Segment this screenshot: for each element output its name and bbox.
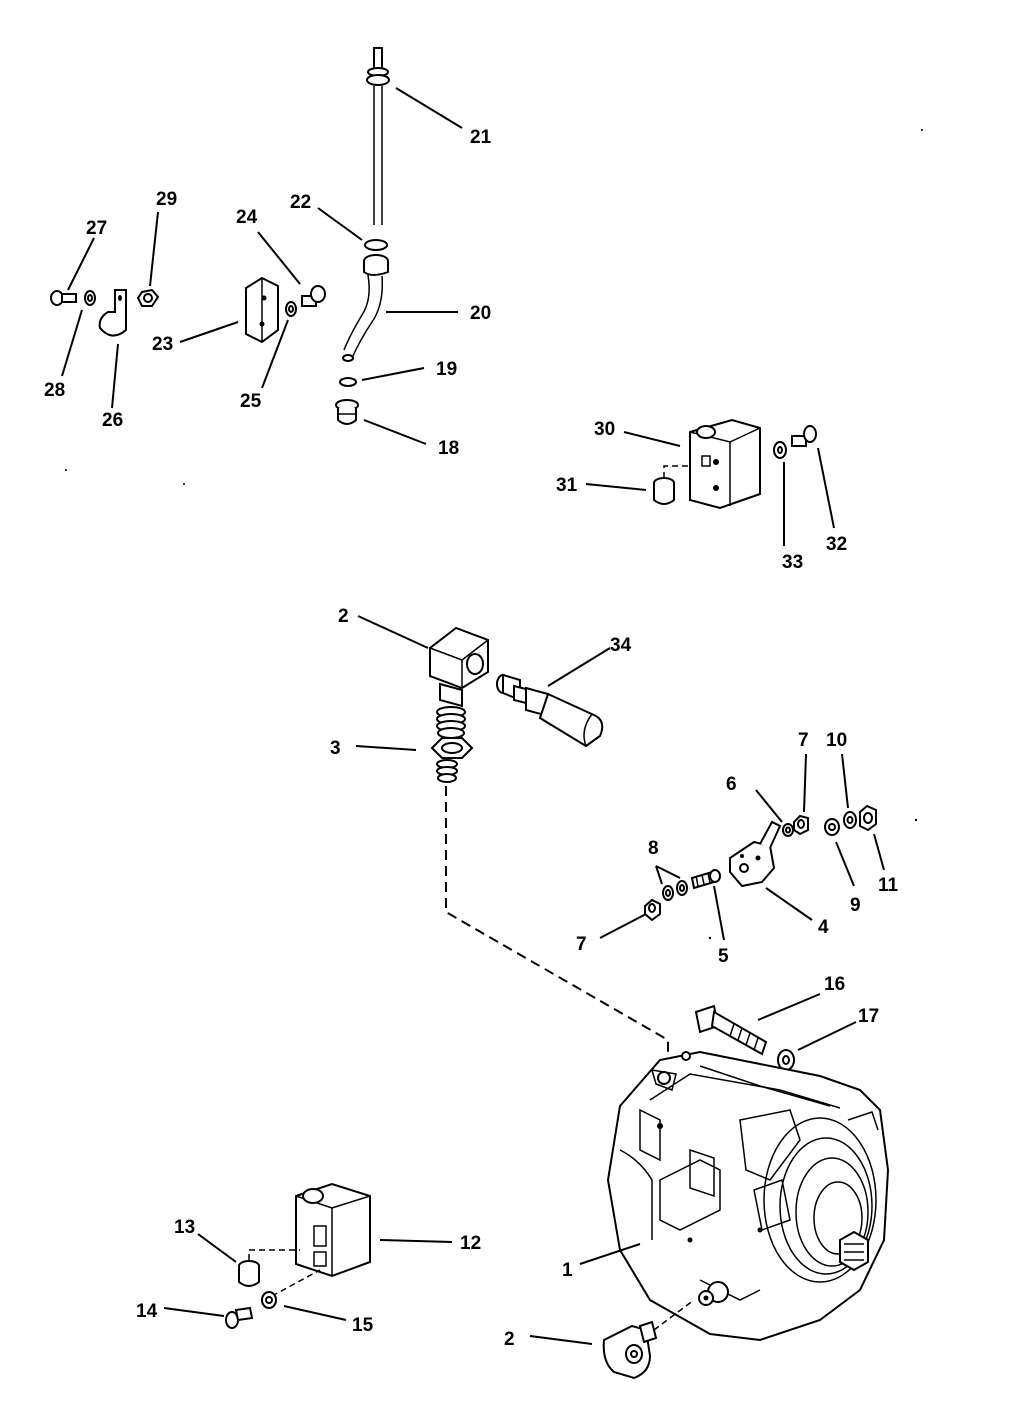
callout-12: 12 bbox=[460, 1233, 481, 1254]
callout-10: 10 bbox=[826, 730, 847, 751]
callout-1: 1 bbox=[562, 1260, 573, 1281]
nut-29 bbox=[136, 288, 160, 307]
screw-27 bbox=[50, 290, 77, 306]
grommet-18 bbox=[335, 399, 359, 425]
screw-24 bbox=[301, 285, 326, 307]
bolt-16 bbox=[694, 1004, 768, 1056]
callout-18: 18 bbox=[438, 438, 459, 459]
callout-8: 8 bbox=[648, 838, 659, 859]
o-ring-22 bbox=[364, 239, 388, 251]
o-ring-19 bbox=[339, 377, 357, 387]
stud-5 bbox=[690, 869, 721, 890]
nut-7-left bbox=[644, 898, 661, 922]
washer-33 bbox=[773, 441, 787, 459]
washer-15 bbox=[261, 1291, 277, 1309]
bushing-13 bbox=[238, 1260, 260, 1287]
clamp-26 bbox=[98, 289, 127, 337]
callout-4: 4 bbox=[818, 917, 829, 938]
callout-2-upper: 2 bbox=[338, 606, 349, 627]
washer-6 bbox=[782, 823, 794, 837]
callout-29: 29 bbox=[156, 189, 177, 210]
transmission-1 bbox=[606, 1050, 890, 1342]
callout-5: 5 bbox=[718, 946, 729, 967]
callout-numbers: 21 22 20 19 18 27 29 24 23 25 28 26 30 3… bbox=[44, 127, 899, 1350]
callout-20: 20 bbox=[470, 303, 491, 324]
lever-4 bbox=[729, 820, 782, 888]
leader-lines bbox=[61, 87, 885, 1345]
callout-7-right: 7 bbox=[798, 730, 809, 751]
screw-14 bbox=[225, 1306, 254, 1329]
callout-2-lower: 2 bbox=[504, 1329, 515, 1350]
fitting-3 bbox=[430, 737, 474, 783]
nut-11 bbox=[859, 804, 877, 832]
callout-19: 19 bbox=[436, 359, 457, 380]
callout-33: 33 bbox=[782, 552, 803, 573]
washer-28 bbox=[84, 290, 96, 306]
dipstick-21 bbox=[366, 47, 390, 225]
callout-30: 30 bbox=[594, 419, 615, 440]
callout-9: 9 bbox=[850, 895, 861, 916]
dipstick-tube-20 bbox=[342, 254, 389, 362]
callout-14: 14 bbox=[136, 1301, 158, 1322]
bushing-31 bbox=[653, 477, 675, 505]
callout-7-left: 7 bbox=[576, 934, 587, 955]
callout-27: 27 bbox=[86, 218, 107, 239]
elbow-fitting-2 bbox=[429, 626, 489, 739]
callout-25: 25 bbox=[240, 391, 262, 412]
callout-23: 23 bbox=[152, 334, 173, 355]
callout-13: 13 bbox=[174, 1217, 195, 1238]
block-12 bbox=[295, 1182, 371, 1278]
callout-31: 31 bbox=[556, 475, 578, 496]
washers-8 bbox=[662, 880, 688, 901]
connector-hose-34 bbox=[496, 673, 604, 748]
screw-32 bbox=[791, 425, 817, 447]
block-30 bbox=[689, 418, 761, 510]
callout-11: 11 bbox=[878, 875, 899, 896]
elbow-fitting-2-lower bbox=[602, 1320, 658, 1380]
washer-17 bbox=[777, 1049, 795, 1071]
callout-32: 32 bbox=[826, 534, 847, 555]
washer-25 bbox=[285, 301, 297, 317]
callout-21: 21 bbox=[470, 127, 492, 148]
callout-15: 15 bbox=[352, 1315, 374, 1336]
bracket-23 bbox=[245, 276, 279, 344]
callout-24: 24 bbox=[236, 207, 258, 228]
callout-22: 22 bbox=[290, 192, 311, 213]
callout-34: 34 bbox=[610, 635, 632, 656]
washer-9 bbox=[824, 818, 840, 836]
callout-26: 26 bbox=[102, 410, 123, 431]
callout-3: 3 bbox=[330, 738, 341, 759]
callout-28: 28 bbox=[44, 380, 65, 401]
callout-16: 16 bbox=[824, 974, 845, 995]
callout-6: 6 bbox=[726, 774, 737, 795]
callout-17: 17 bbox=[858, 1006, 879, 1027]
washer-10 bbox=[843, 811, 857, 829]
nut-7-right bbox=[793, 814, 809, 836]
